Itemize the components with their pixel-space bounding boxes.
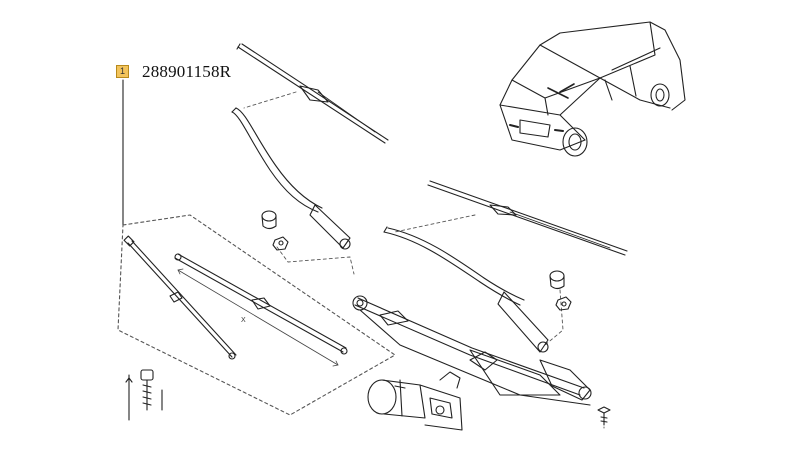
- screw-icon: [597, 406, 611, 426]
- kit-outline: [117, 214, 396, 416]
- wiper-arm-right-icon: [383, 226, 549, 353]
- wiper-blade-left-icon: [236, 43, 389, 144]
- kit-wiper-blade-icon: [123, 235, 237, 360]
- kit-screw-icon: [125, 369, 163, 421]
- callout-badge[interactable]: 1: [116, 65, 129, 78]
- nut-cap-right-icon: [549, 270, 572, 311]
- wiper-blade-right-icon: [427, 180, 628, 256]
- dimension-line: [177, 268, 339, 367]
- car-icon: [499, 21, 686, 157]
- part-number-label: 288901158R: [142, 62, 232, 81]
- assembly-leaders: [243, 91, 605, 429]
- nut-cap-icon: [261, 210, 289, 251]
- linkage-icon: [352, 295, 592, 406]
- wiper-arm-left-icon: [231, 107, 351, 250]
- wiper-motor-icon: [367, 371, 463, 431]
- kit-wiper-blade-2-icon: [174, 253, 348, 355]
- dimension-label: X: [241, 317, 246, 324]
